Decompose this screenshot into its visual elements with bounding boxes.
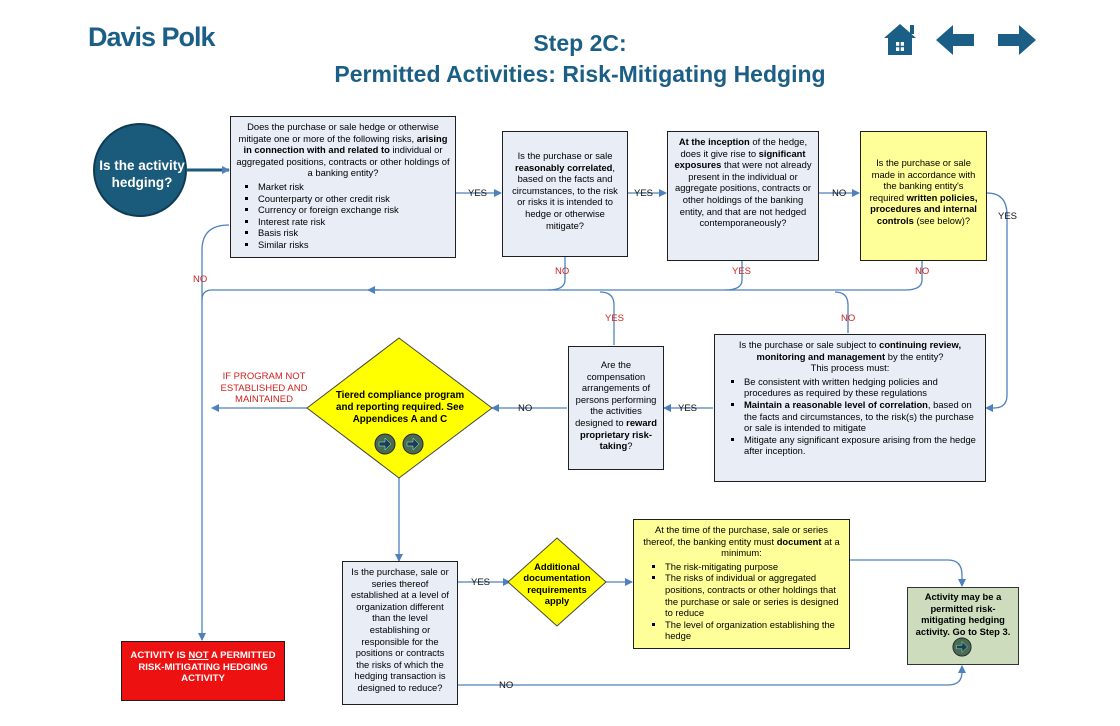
q5-item-2: Maintain a reasonable level of correlati…: [744, 399, 980, 434]
page-title: Step 2C: Permitted Activities: Risk-Miti…: [250, 28, 910, 90]
additional-documentation-text: Additional documentation requirements ap…: [523, 561, 591, 607]
q3-d: that were not already present in the ind…: [674, 159, 812, 229]
label-yes-q2-q3: YES: [634, 188, 654, 199]
q1-risk-list: Market risk Counterparty or other credit…: [236, 181, 450, 251]
q1-hedge-risks-box: Does the purchase or sale hedge or other…: [230, 116, 456, 258]
q7-organization-level-box: Is the purchase, sale or series thereof …: [342, 561, 458, 705]
q3-exposure-box: At the inception of the hedge, does it g…: [667, 131, 819, 261]
doc-item: The risk-mitigating purpose: [665, 561, 844, 573]
label-yes-q6: YES: [605, 313, 625, 324]
q4-policies-box: Is the purchase or sale made in accordan…: [860, 131, 987, 261]
label-yes-q1-q2: YES: [468, 188, 488, 199]
label-yes-q7-addl: YES: [471, 577, 491, 588]
q3-a: At the inception: [678, 136, 750, 147]
home-icon[interactable]: [881, 20, 921, 60]
tiered-compliance-text: Tiered compliance program and reporting …: [335, 390, 465, 425]
start-question: Is the activity hedging?: [99, 158, 185, 190]
q5-c: by the entity?: [885, 350, 944, 362]
q3-b: of the hedge, does it give rise to: [680, 136, 808, 159]
label-no-q6-tiered: NO: [518, 403, 533, 414]
arrow-right-icon[interactable]: [374, 433, 396, 455]
arrow-right-icon[interactable]: [996, 20, 1036, 60]
not-permitted-box: ACTIVITY IS NOT A PERMITTED RISK-MITIGAT…: [121, 641, 285, 701]
not-permitted-a: ACTIVITY IS: [130, 650, 189, 661]
risk-item: Similar risks: [258, 239, 450, 251]
label-if-program-not-established: IF PROGRAM NOT ESTABLISHED AND MAINTAINE…: [220, 371, 308, 405]
q5-requirement-list: Be consistent with written hedging polic…: [720, 376, 980, 457]
q5-b: continuing review, monitoring and manage…: [756, 339, 962, 362]
label-no-q7-result: NO: [499, 680, 514, 691]
addl-diamond: [507, 537, 607, 627]
doc-b: document: [776, 535, 822, 547]
label-yes-q3: YES: [732, 266, 752, 277]
arrow-left-icon[interactable]: [934, 20, 974, 60]
risk-item: Currency or foreign exchange risk: [258, 204, 450, 216]
documentation-requirements-box: At the time of the purchase, sale or ser…: [633, 519, 850, 649]
risk-item: Counterparty or other credit risk: [258, 193, 450, 205]
risk-item: Market risk: [258, 181, 450, 193]
q4-c: (see below)?: [913, 214, 971, 226]
label-no-q4: NO: [915, 266, 930, 277]
q6-c: ?: [627, 440, 633, 452]
q2-correlated-box: Is the purchase or sale reasonably corre…: [502, 131, 628, 257]
risk-item: Basis risk: [258, 227, 450, 239]
q2-c: , based on the facts and circumstances, …: [512, 161, 618, 231]
tiered-diamond: [306, 337, 493, 479]
arrow-right-icon[interactable]: [952, 637, 972, 657]
q1-rest: individual or aggregated positions, cont…: [236, 144, 450, 179]
q2-b: reasonably correlated: [514, 161, 613, 173]
label-no-q1: NO: [193, 274, 208, 285]
q6-b: reward proprietary risk-taking: [580, 416, 657, 452]
q5-item-1: Be consistent with written hedging polic…: [744, 376, 980, 399]
label-no-q5: NO: [841, 313, 856, 324]
not-permitted-b: NOT: [188, 650, 209, 661]
arrow-right-icon[interactable]: [402, 433, 424, 455]
q5-a: Is the purchase or sale subject to: [738, 339, 880, 350]
result-text: Activity may be a permitted risk-mitigat…: [915, 591, 1011, 637]
q2-a: Is the purchase or sale: [517, 150, 613, 161]
q6-compensation-box: Are the compensation arrangements of per…: [568, 346, 664, 470]
q4-b: written policies, procedures and interna…: [870, 191, 978, 226]
q5-continuing-review-box: Is the purchase or sale subject to conti…: [714, 334, 986, 482]
q5-d: This process must:: [810, 362, 890, 374]
q1-intro: Does the purchase or sale hedge or other…: [238, 121, 439, 144]
doc-c: at a minimum:: [721, 535, 840, 559]
doc-item: The level of organization establishing t…: [665, 619, 844, 642]
q6-a: Are the compensation arrangements of per…: [575, 359, 657, 428]
label-yes-q4-q5: YES: [998, 211, 1018, 222]
label-yes-q5-q6: YES: [678, 403, 698, 414]
title-heading: Permitted Activities: Risk-Mitigating He…: [334, 61, 826, 87]
q5-item-3: Mitigate any significant exposure arisin…: [744, 434, 980, 457]
doc-item: The risks of individual or aggregated po…: [665, 572, 844, 618]
risk-item: Interest rate risk: [258, 216, 450, 228]
label-no-q2: NO: [555, 266, 570, 277]
not-permitted-c: A PERMITTED RISK-MITIGATING HEDGING ACTI…: [138, 650, 276, 685]
q1-bold: arising in connection with and related t…: [243, 132, 448, 156]
q3-c: significant exposures: [674, 147, 806, 171]
davis-polk-logo: Davis Polk: [88, 22, 216, 52]
doc-item-list: The risk-mitigating purpose The risks of…: [639, 561, 844, 642]
doc-a: At the time of the purchase, sale or ser…: [643, 524, 828, 547]
title-step: Step 2C:: [533, 30, 627, 56]
q4-a: Is the purchase or sale made in accordan…: [869, 157, 976, 203]
label-no-q3-q4: NO: [832, 188, 847, 199]
